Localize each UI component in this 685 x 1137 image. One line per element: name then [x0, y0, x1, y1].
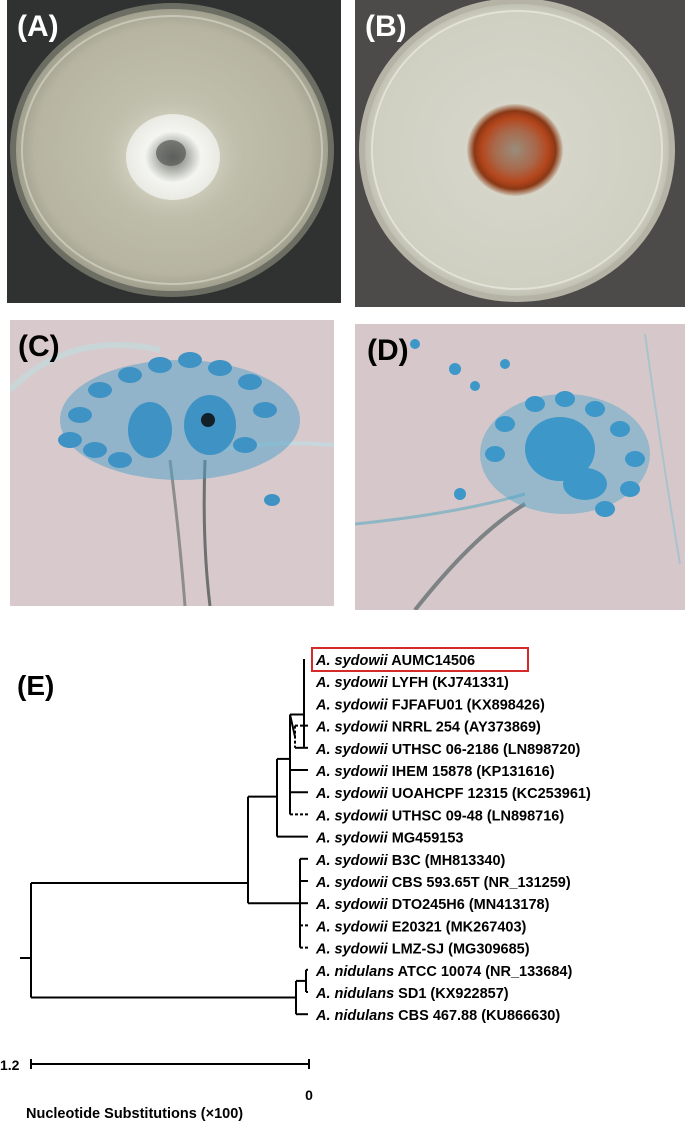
leaf-strain: B3C (MH813340) — [388, 853, 506, 869]
tree-leaf-label: A. sydowii AUMC14506 — [315, 653, 475, 669]
tree-leaf-label: A. sydowii LYFH (KJ741331) — [315, 675, 509, 691]
leaf-strain: FJFAFU01 (KX898426) — [388, 697, 545, 713]
leaf-genus: A. sydowii — [315, 808, 389, 824]
scale-right-label: 0 — [305, 1087, 313, 1103]
leaf-genus: A. sydowii — [315, 919, 389, 935]
scale-left-label: 1.2 — [0, 1057, 20, 1073]
tree-leaf-label: A. sydowii CBS 593.65T (NR_131259) — [315, 875, 571, 891]
leaf-strain: UTHSC 06-2186 (LN898720) — [388, 742, 581, 758]
panel-e-label: (E) — [17, 670, 55, 701]
leaf-strain: ATCC 10074 (NR_133684) — [394, 964, 572, 980]
tree-leaf-label: A. sydowii DTO245H6 (MN413178) — [315, 897, 550, 913]
leaf-genus: A. nidulans — [315, 986, 394, 1002]
panel-c-label: (C) — [18, 330, 60, 363]
leaf-genus: A. sydowii — [315, 697, 389, 713]
tree-leaf-label: A. sydowii UTHSC 09-48 (LN898716) — [315, 808, 564, 824]
leaf-strain: LYFH (KJ741331) — [388, 675, 509, 691]
leaf-genus: A. sydowii — [315, 675, 389, 691]
tree-leaf-label: A. sydowii UOAHCPF 12315 (KC253961) — [315, 786, 591, 802]
panel-b-colony-photo: (B) — [355, 0, 685, 307]
leaf-genus: A. nidulans — [315, 964, 394, 980]
tree-leaf-label: A. sydowii IHEM 15878 (KP131616) — [315, 764, 555, 780]
highlight-box — [311, 647, 529, 672]
leaf-strain: AUMC14506 — [388, 653, 475, 669]
leaf-genus: A. sydowii — [315, 653, 389, 669]
scale-axis-title: Nucleotide Substitutions (×100) — [26, 1106, 243, 1122]
panel-d-microscopy-photo: (D) — [355, 324, 685, 610]
leaf-genus: A. sydowii — [315, 764, 389, 780]
leaf-strain: UTHSC 09-48 (LN898716) — [388, 808, 565, 824]
leaf-genus: A. sydowii — [315, 897, 389, 913]
leaf-strain: NRRL 254 (AY373869) — [388, 720, 541, 736]
tree-leaf-label: A. nidulans SD1 (KX922857) — [315, 986, 509, 1002]
leaf-genus: A. sydowii — [315, 786, 389, 802]
leaf-strain: SD1 (KX922857) — [394, 986, 509, 1002]
tree-leaf-label: A. sydowii FJFAFU01 (KX898426) — [315, 697, 545, 713]
tree-leaf-label: A. sydowii LMZ-SJ (MG309685) — [315, 942, 530, 958]
leaf-strain: CBS 467.88 (KU866630) — [394, 1008, 560, 1024]
leaf-strain: MG459153 — [388, 831, 464, 847]
tree-leaf-label: A. sydowii E20321 (MK267403) — [315, 919, 527, 935]
leaf-genus: A. sydowii — [315, 875, 389, 891]
tree-leaf-label: A. nidulans ATCC 10074 (NR_133684) — [315, 964, 572, 980]
panel-a-colony-photo: (A) — [7, 0, 341, 303]
leaf-genus: A. sydowii — [315, 831, 389, 847]
panel-d-label: (D) — [367, 334, 409, 367]
leaf-genus: A. sydowii — [315, 942, 389, 958]
panel-c-microscopy-photo: (C) — [10, 320, 334, 606]
leaf-genus: A. nidulans — [315, 1008, 394, 1024]
leaf-genus: A. sydowii — [315, 742, 389, 758]
leaf-strain: LMZ-SJ (MG309685) — [388, 942, 530, 958]
leaf-strain: UOAHCPF 12315 (KC253961) — [388, 786, 591, 802]
tree-leaf-label: A. sydowii B3C (MH813340) — [315, 853, 506, 869]
leaf-genus: A. sydowii — [315, 853, 389, 869]
tree-leaf-label: A. sydowii MG459153 — [315, 831, 464, 847]
panel-a-label: (A) — [17, 10, 59, 43]
tree-leaf-label: A. sydowii NRRL 254 (AY373869) — [315, 720, 541, 736]
leaf-genus: A. sydowii — [315, 720, 389, 736]
tree-leaf-label: A. nidulans CBS 467.88 (KU866630) — [315, 1008, 560, 1024]
leaf-strain: DTO245H6 (MN413178) — [388, 897, 550, 913]
leaf-strain: IHEM 15878 (KP131616) — [388, 764, 555, 780]
tree-leaf-label: A. sydowii UTHSC 06-2186 (LN898720) — [315, 742, 581, 758]
leaf-strain: E20321 (MK267403) — [388, 919, 527, 935]
panel-b-label: (B) — [365, 10, 407, 43]
leaf-strain: CBS 593.65T (NR_131259) — [388, 875, 571, 891]
